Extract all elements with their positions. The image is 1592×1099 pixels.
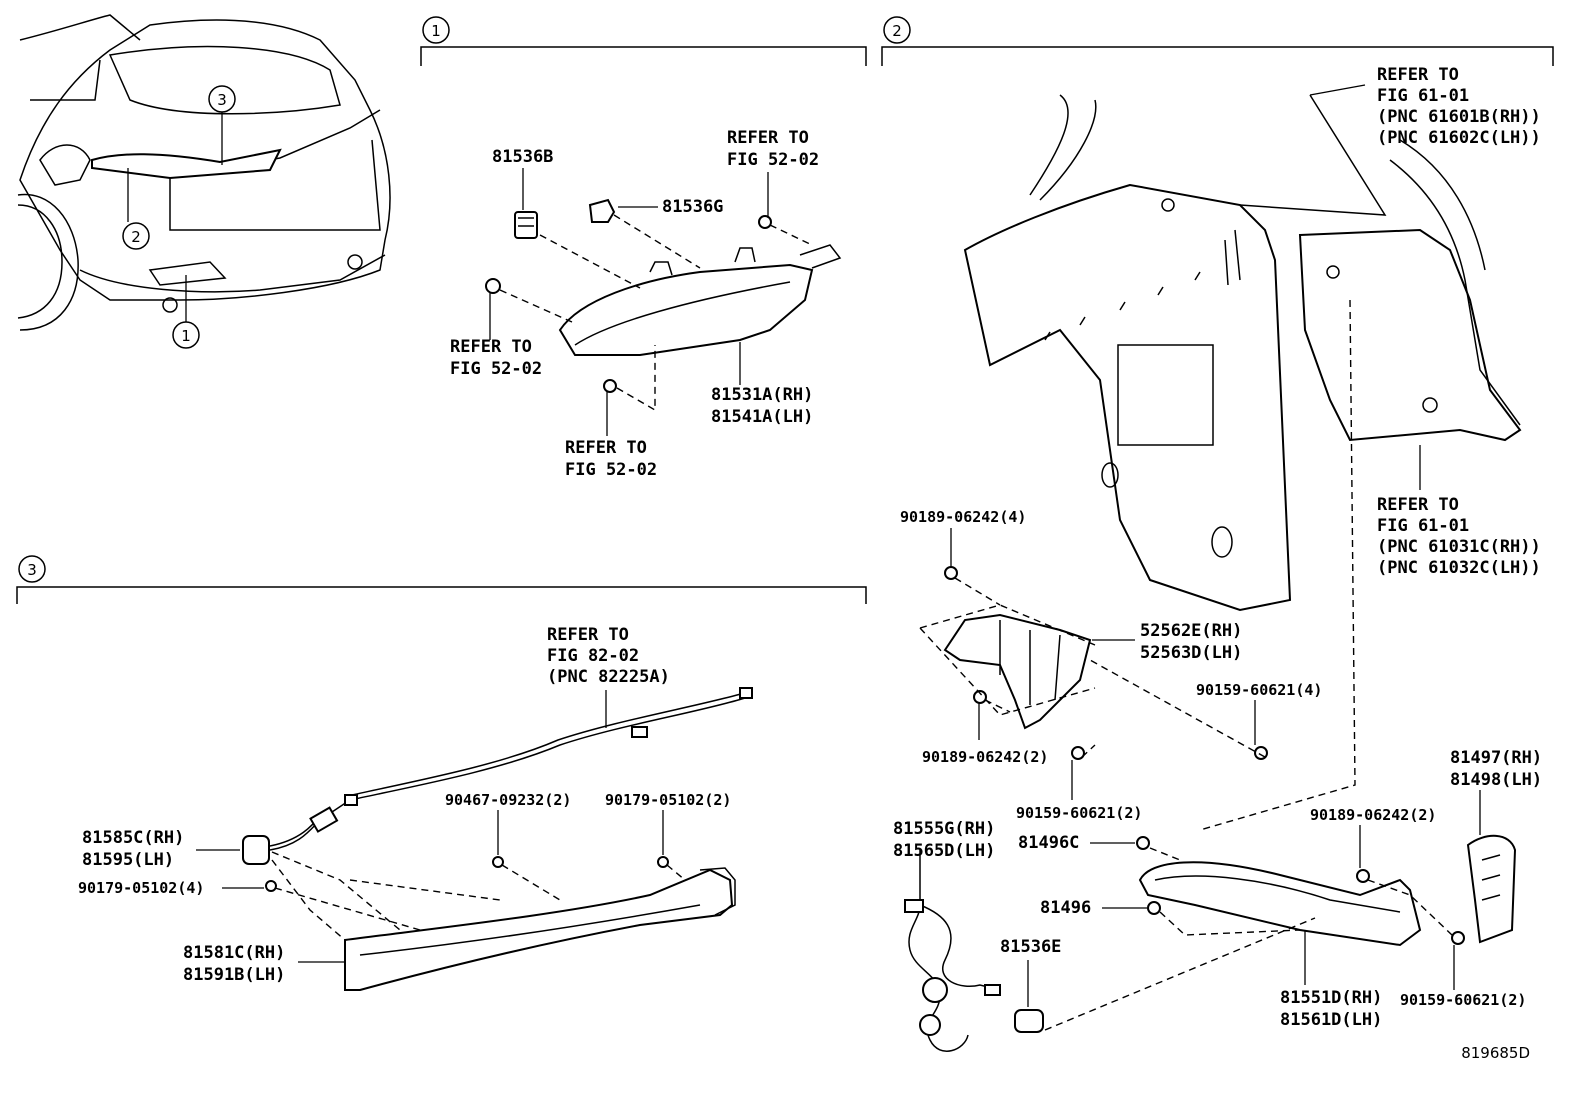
cover-81497 bbox=[1466, 834, 1517, 944]
section-1-marker: 1 bbox=[431, 22, 441, 40]
label-52562E-rh: 52562E(RH) bbox=[1140, 621, 1242, 641]
label-refer-52-02-a-line1: REFER TO bbox=[727, 128, 809, 148]
quarter-panel bbox=[963, 183, 1292, 612]
label-90179-05102-4: 90179-05102(4) bbox=[78, 879, 204, 897]
bracket-52562E bbox=[943, 613, 1092, 730]
label-90467-09232-2: 90467-09232(2) bbox=[445, 791, 571, 809]
label-90179-05102-2: 90179-05102(2) bbox=[605, 791, 731, 809]
overview-callout-3: 3 bbox=[217, 91, 227, 109]
figure-id: 819685D bbox=[1461, 1044, 1530, 1062]
label-90189-06242-2b: 90189-06242(2) bbox=[1310, 806, 1436, 824]
reflector-housing bbox=[558, 263, 814, 356]
socket-81536B bbox=[514, 211, 538, 239]
label-52563D-lh: 52563D(LH) bbox=[1140, 643, 1242, 663]
label-refer-61-01-a-line4: (PNC 61602C(LH)) bbox=[1377, 128, 1541, 148]
socket-81536G bbox=[588, 198, 616, 223]
door-frame-panel bbox=[1298, 228, 1522, 442]
label-refer-61-01-b-line4: (PNC 61032C(LH)) bbox=[1377, 558, 1541, 578]
label-refer-52-02-b-line1: REFER TO bbox=[450, 337, 532, 357]
label-81536B: 81536B bbox=[492, 147, 553, 167]
label-90189-06242-2a: 90189-06242(2) bbox=[922, 748, 1048, 766]
label-90159-60621-2a: 90159-60621(2) bbox=[1016, 804, 1142, 822]
label-81585C-rh: 81585C(RH) bbox=[82, 828, 184, 848]
label-refer-61-01-a-line1: REFER TO bbox=[1377, 65, 1459, 85]
label-81595-lh: 81595(LH) bbox=[82, 850, 174, 870]
overview-callout-1: 1 bbox=[181, 327, 191, 345]
label-81561D-lh: 81561D(LH) bbox=[1280, 1010, 1382, 1030]
label-81541A-lh: 81541A(LH) bbox=[711, 407, 813, 427]
label-81497-rh: 81497(RH) bbox=[1450, 748, 1542, 768]
wire-harness-82225A bbox=[269, 697, 746, 851]
section-2: 2 bbox=[881, 16, 1554, 1052]
socket-81585C bbox=[242, 835, 270, 865]
label-81536G: 81536G bbox=[662, 197, 723, 217]
section-1: 1 81536B 81536G REFER TO FIG 52-02 REFER… bbox=[420, 16, 867, 480]
label-81496C: 81496C bbox=[1018, 833, 1079, 853]
label-81536E: 81536E bbox=[1000, 937, 1061, 957]
label-refer-61-01-b-line3: (PNC 61031C(RH)) bbox=[1377, 537, 1541, 557]
label-refer-52-02-c-line1: REFER TO bbox=[565, 438, 647, 458]
screw-c bbox=[758, 215, 772, 229]
rear-side-lamp bbox=[1138, 861, 1422, 947]
label-refer-82-02-line1: REFER TO bbox=[547, 625, 629, 645]
label-81581C-rh: 81581C(RH) bbox=[183, 943, 285, 963]
label-refer-61-01-a-line2: FIG 61-01 bbox=[1377, 86, 1469, 106]
section-3-marker: 3 bbox=[27, 561, 37, 579]
label-refer-52-02-a-line2: FIG 52-02 bbox=[727, 150, 819, 170]
label-81565D-lh: 81565D(LH) bbox=[893, 841, 995, 861]
label-90159-60621-4: 90159-60621(4) bbox=[1196, 681, 1322, 699]
section-3: 3 REFER TO FIG 82-02 (PNC 82225A) 904 bbox=[16, 555, 867, 991]
label-refer-61-01-b-line1: REFER TO bbox=[1377, 495, 1459, 515]
label-refer-52-02-c-line2: FIG 52-02 bbox=[565, 460, 657, 480]
label-81551D-rh: 81551D(RH) bbox=[1280, 988, 1382, 1008]
label-refer-82-02-line3: (PNC 82225A) bbox=[547, 667, 670, 687]
label-refer-52-02-b-line2: FIG 52-02 bbox=[450, 359, 542, 379]
label-81531A-rh: 81531A(RH) bbox=[711, 385, 813, 405]
section-2-marker: 2 bbox=[892, 22, 902, 40]
label-refer-82-02-line2: FIG 82-02 bbox=[547, 646, 639, 666]
label-90189-06242-4: 90189-06242(4) bbox=[900, 508, 1026, 526]
screw-a bbox=[485, 278, 501, 294]
screw-b bbox=[603, 379, 617, 393]
label-81591B-lh: 81591B(LH) bbox=[183, 965, 285, 985]
label-refer-61-01-a-line3: (PNC 61601B(RH)) bbox=[1377, 107, 1541, 127]
rear-combination-lamp bbox=[344, 868, 734, 991]
vehicle-overview: 3 2 1 bbox=[17, 14, 391, 349]
socket-81536E bbox=[1014, 1009, 1044, 1033]
label-81498-lh: 81498(LH) bbox=[1450, 770, 1542, 790]
label-81555G-rh: 81555G(RH) bbox=[893, 819, 995, 839]
label-90159-60621-2b: 90159-60621(2) bbox=[1400, 991, 1526, 1009]
label-refer-61-01-b-line2: FIG 61-01 bbox=[1377, 516, 1469, 536]
label-81496: 81496 bbox=[1040, 898, 1091, 918]
overview-callout-2: 2 bbox=[131, 228, 141, 246]
